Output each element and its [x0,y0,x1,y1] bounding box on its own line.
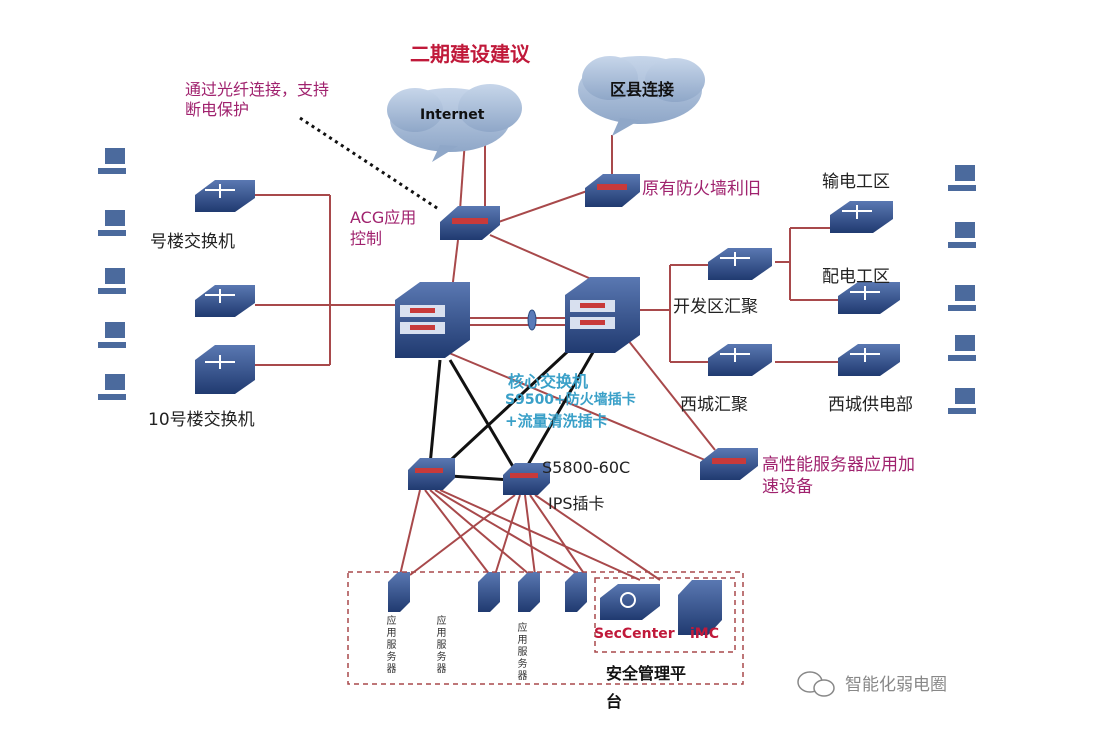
core-switch-icon [395,282,470,358]
shudian-label: 输电工区 [822,172,890,192]
acg-label-line1: ACG应用 [350,208,417,227]
security-platform-boundary [594,577,736,653]
pc-icon [948,165,976,414]
core-label-line2: S9500+防火墙插卡 [505,392,636,408]
wechat-icon [797,671,835,697]
accel-label-line2: 速设备 [762,477,813,497]
peidian-label: 配电工区 [822,267,890,287]
internet-label: Internet [420,107,485,123]
accel-label-line1: 高性能服务器应用加 [762,455,915,475]
server-icon [478,572,500,612]
xicheng-label: 西城汇聚 [680,395,748,415]
switch-icon [830,201,893,233]
legacy-firewall-icon [585,174,640,207]
access-switch-icon [408,458,455,490]
imc-label: iMC [690,626,720,642]
switch-icon [195,345,255,394]
county-link-label: 区县连接 [610,80,675,99]
switch-icon [195,285,255,317]
seccenter-label: SecCenter [594,626,675,642]
switch-icon [838,282,900,314]
server-zone-boundary [347,571,744,685]
kaifaqu-label: 开发区汇聚 [673,297,758,317]
security-platform-line2: 台 [606,692,623,711]
fiber-note-line1: 通过光纤连接，支持 [185,80,330,99]
internet-cloud [387,84,522,162]
core-label-line1: 核心交换机 [508,372,589,391]
seccenter-icon [600,584,660,620]
access-switch-icon [503,463,550,495]
imc-server-icon [678,580,722,635]
fiber-note-line2: 断电保护 [185,100,250,119]
switch-icon [838,344,900,376]
pc-icon [98,148,126,400]
core-switch-icon [565,277,640,353]
acg-label-line2: 控制 [350,229,383,248]
server-label: 应用服务器 [384,615,395,675]
server-icon [388,572,410,612]
ips-label: IPS插卡 [548,494,605,513]
county-cloud [578,56,705,136]
core-label-line3: +流量清洗插卡 [505,412,608,430]
acg-firewall-icon [440,206,500,240]
xicheng-supply-label: 西城供电部 [828,395,913,415]
server-label: 应用服务器 [515,622,526,682]
switch-icon [708,344,772,376]
building10-switch-label: 10号楼交换机 [148,410,255,430]
s5800-label: S5800-60C [542,458,631,477]
accelerator-icon [700,448,758,480]
switch-icon [708,248,772,280]
link-lines [255,135,838,581]
server-label: 应用服务器 [434,615,445,675]
server-icon [518,572,540,612]
diagram-title: 二期建设建议 [410,42,530,66]
link-aggregation-icon [527,309,537,331]
firewall-reuse-label: 原有防火墙利旧 [642,179,761,199]
security-platform-line1: 安全管理平 [606,664,687,683]
server-icon [565,572,587,612]
building1-switch-label: 号楼交换机 [150,232,235,252]
watermark-label: 智能化弱电圈 [845,675,947,695]
switch-icon [195,180,255,212]
